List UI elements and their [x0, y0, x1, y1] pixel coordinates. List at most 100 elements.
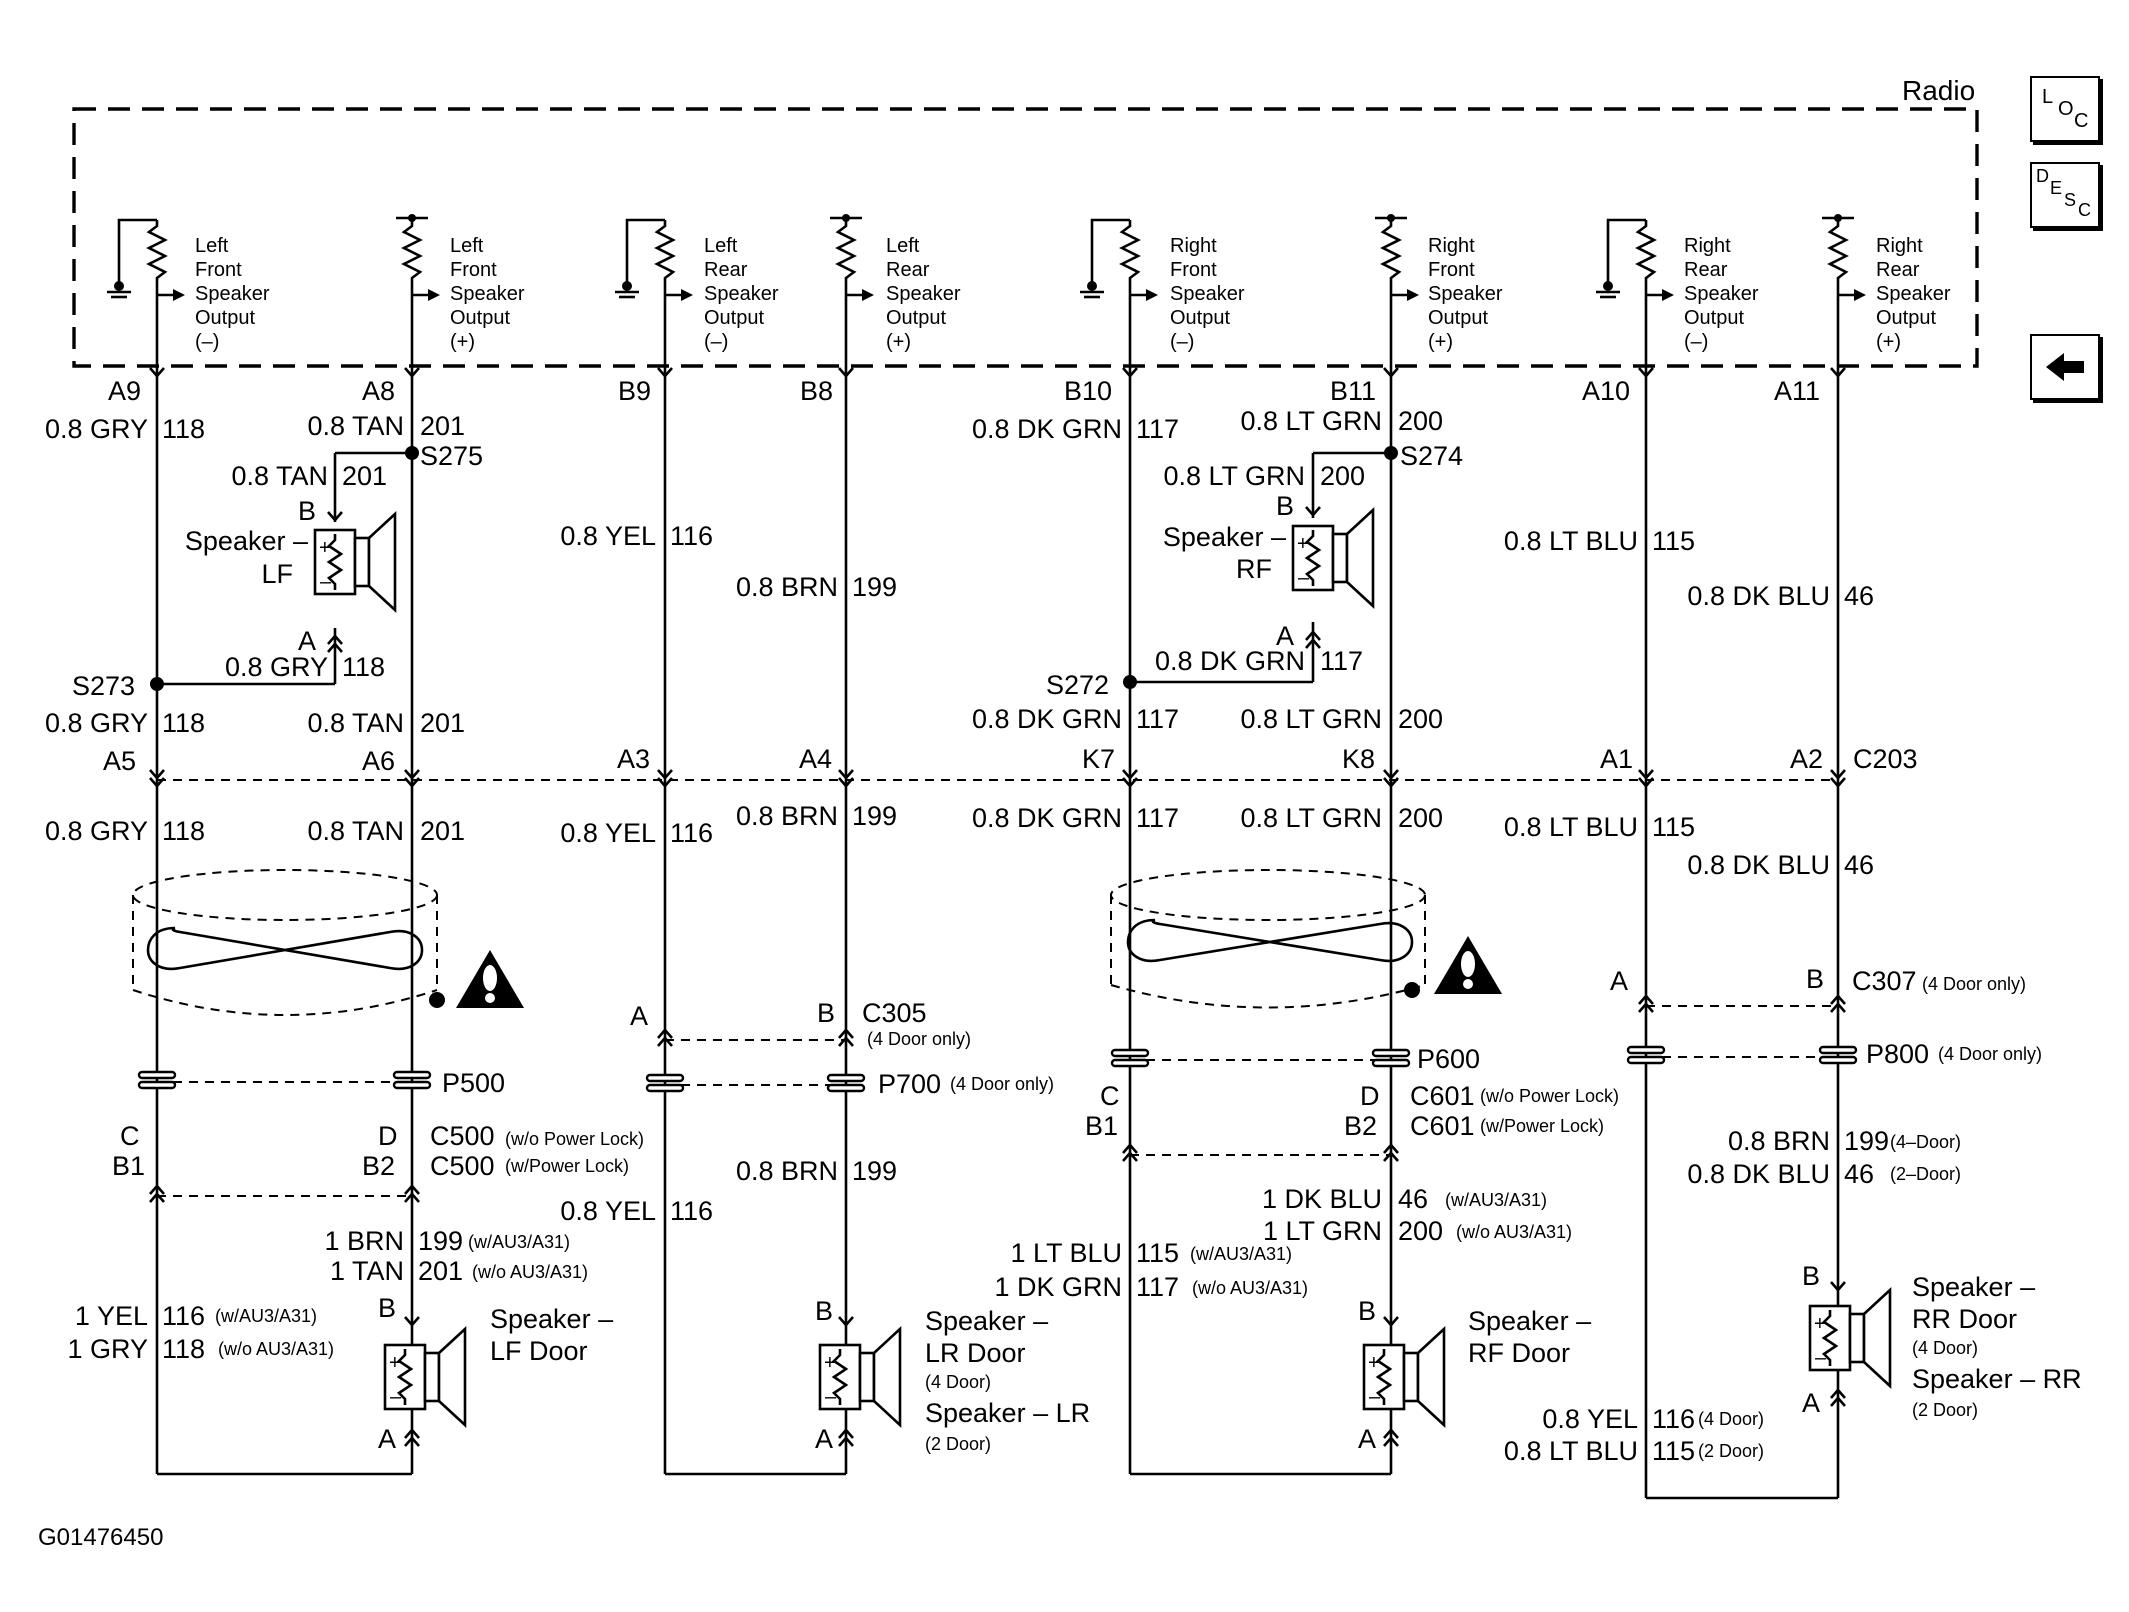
- svg-text:A6: A6: [362, 746, 395, 776]
- svg-text:199: 199: [852, 572, 897, 602]
- svg-text:B: B: [1358, 1296, 1376, 1326]
- svg-text:B: B: [298, 496, 316, 526]
- svg-text:0.8 YEL: 0.8 YEL: [560, 1196, 656, 1226]
- svg-text:Front: Front: [450, 259, 497, 281]
- desc-button[interactable]: D E S C: [2030, 162, 2100, 228]
- svg-text:A: A: [1276, 621, 1294, 651]
- connector-c601: C B1 D B2 C601 (w/o Power Lock) C601 (w/…: [1085, 1081, 1619, 1156]
- svg-text:0.8 DK GRN: 0.8 DK GRN: [972, 414, 1122, 444]
- svg-text:(w/o AU3/A31): (w/o AU3/A31): [218, 1339, 334, 1359]
- svg-text:RR Door: RR Door: [1912, 1304, 2017, 1334]
- svg-text:0.8 DK BLU: 0.8 DK BLU: [1687, 850, 1830, 880]
- svg-text:201: 201: [420, 816, 465, 846]
- svg-text:0.8 DK BLU: 0.8 DK BLU: [1687, 1159, 1830, 1189]
- figure-id: G01476450: [38, 1524, 163, 1551]
- splice-s275: S275: [420, 441, 483, 471]
- svg-text:201: 201: [418, 1256, 463, 1286]
- svg-text:A1: A1: [1600, 744, 1633, 774]
- svg-text:(w/o Power Lock): (w/o Power Lock): [505, 1129, 644, 1149]
- svg-text:46: 46: [1844, 1159, 1874, 1189]
- svg-text:0.8 GRY: 0.8 GRY: [225, 652, 328, 682]
- svg-text:B: B: [378, 1293, 396, 1323]
- pin-b9: B9: [618, 376, 651, 406]
- svg-text:(4 Door): (4 Door): [1698, 1409, 1764, 1429]
- svg-text:Front: Front: [1428, 259, 1475, 281]
- pin-a9: A9: [108, 376, 141, 406]
- svg-text:115: 115: [1652, 1436, 1695, 1466]
- svg-text:(w/AU3/A31): (w/AU3/A31): [1445, 1190, 1547, 1210]
- loc-button[interactable]: L O C: [2030, 76, 2100, 142]
- svg-text:Rear: Rear: [886, 259, 930, 281]
- svg-text:B2: B2: [1344, 1111, 1377, 1141]
- wire-labels-top: 0.8 GRY 118 0.8 TAN 201 0.8 YEL 116 0.8 …: [45, 406, 1874, 611]
- svg-text:A3: A3: [617, 744, 650, 774]
- twisted-pair-lf: [132, 869, 445, 1016]
- svg-text:0.8 DK BLU: 0.8 DK BLU: [1687, 581, 1830, 611]
- svg-text:(+): (+): [450, 331, 475, 353]
- svg-text:A: A: [1610, 966, 1628, 996]
- svg-text:117: 117: [1136, 803, 1179, 833]
- inline-plugs: P500 P700 (4 Door only) P600 P800 (4 Doo…: [137, 1039, 2042, 1099]
- svg-text:(2 Door): (2 Door): [1912, 1400, 1978, 1420]
- svg-text:200: 200: [1398, 1216, 1443, 1246]
- svg-text:116: 116: [670, 521, 713, 551]
- svg-text:C601: C601: [1410, 1111, 1475, 1141]
- svg-text:Speaker –: Speaker –: [925, 1306, 1048, 1336]
- connector-c500: C B1 D B2 C500 (w/o Power Lock) C500 (w/…: [112, 1121, 644, 1197]
- svg-text:Left: Left: [886, 235, 920, 257]
- svg-text:(4 Door): (4 Door): [925, 1372, 991, 1392]
- svg-text:118: 118: [342, 652, 385, 682]
- svg-text:199: 199: [852, 801, 897, 831]
- svg-text:RF Door: RF Door: [1468, 1338, 1570, 1368]
- svg-text:0.8 LT GRN: 0.8 LT GRN: [1163, 461, 1305, 491]
- svg-text:Speaker: Speaker: [1170, 283, 1245, 305]
- svg-text:(4 Door only): (4 Door only): [950, 1074, 1054, 1094]
- back-button[interactable]: [2030, 334, 2100, 400]
- svg-text:118: 118: [162, 816, 205, 846]
- svg-text:A2: A2: [1790, 744, 1823, 774]
- svg-text:C307: C307: [1852, 966, 1917, 996]
- svg-text:B: B: [817, 998, 835, 1028]
- svg-text:(–): (–): [1684, 331, 1708, 353]
- svg-text:C: C: [120, 1121, 140, 1151]
- svg-text:1 DK BLU: 1 DK BLU: [1262, 1184, 1382, 1214]
- svg-text:Speaker –: Speaker –: [185, 526, 308, 556]
- svg-text:Output: Output: [1170, 307, 1230, 329]
- svg-text:(w/o AU3/A31): (w/o AU3/A31): [1192, 1278, 1308, 1298]
- svg-text:A: A: [815, 1424, 833, 1454]
- svg-text:200: 200: [1398, 704, 1443, 734]
- svg-text:(w/AU3/A31): (w/AU3/A31): [1190, 1244, 1292, 1264]
- svg-text:1 TAN: 1 TAN: [330, 1256, 404, 1286]
- svg-text:116: 116: [162, 1301, 205, 1331]
- svg-text:118: 118: [162, 708, 205, 738]
- svg-text:201: 201: [342, 461, 387, 491]
- arrow-left-icon: [2046, 353, 2084, 381]
- svg-text:0.8 LT GRN: 0.8 LT GRN: [1240, 803, 1382, 833]
- svg-text:0.8 TAN: 0.8 TAN: [307, 411, 404, 441]
- svg-text:K8: K8: [1342, 744, 1375, 774]
- svg-text:0.8 DK GRN: 0.8 DK GRN: [1155, 646, 1305, 676]
- svg-text:D: D: [378, 1121, 398, 1151]
- svg-text:0.8 LT GRN: 0.8 LT GRN: [1240, 406, 1382, 436]
- svg-text:Speaker –: Speaker –: [1468, 1306, 1591, 1336]
- svg-text:A: A: [1358, 1424, 1376, 1454]
- pin-b10: B10: [1064, 376, 1112, 406]
- svg-text:1 BRN: 1 BRN: [324, 1226, 404, 1256]
- svg-text:117: 117: [1320, 646, 1363, 676]
- splice-s274: S274: [1400, 441, 1463, 471]
- svg-text:B1: B1: [112, 1151, 145, 1181]
- svg-text:B: B: [1276, 491, 1294, 521]
- svg-text:117: 117: [1136, 1272, 1179, 1302]
- svg-text:116: 116: [670, 1196, 713, 1226]
- svg-text:P500: P500: [442, 1068, 505, 1098]
- svg-text:0.8 LT BLU: 0.8 LT BLU: [1504, 812, 1638, 842]
- svg-text:Left: Left: [195, 235, 229, 257]
- svg-text:0.8 GRY: 0.8 GRY: [45, 708, 148, 738]
- svg-text:A: A: [630, 1001, 648, 1031]
- svg-text:0.8 BRN: 0.8 BRN: [1728, 1126, 1830, 1156]
- svg-text:(2 Door): (2 Door): [1698, 1441, 1764, 1461]
- svg-text:B1: B1: [1085, 1111, 1118, 1141]
